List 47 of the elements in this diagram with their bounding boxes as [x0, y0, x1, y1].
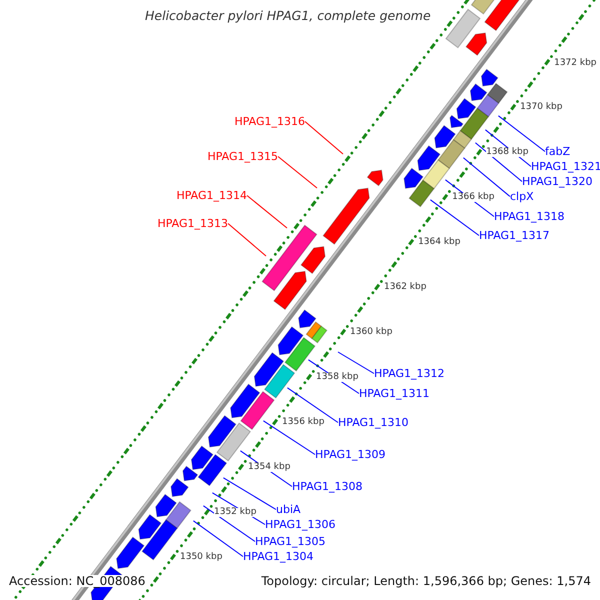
- leader-line: [222, 477, 276, 510]
- gene-label: ubiA: [276, 504, 301, 515]
- scale-label: 1360 kbp: [350, 328, 392, 338]
- gene-label: HPAG1_1316: [234, 116, 305, 127]
- leader-line: [278, 156, 318, 188]
- gene-label: HPAG1_1309: [315, 449, 386, 460]
- scale-label: 1356 kbp: [282, 418, 324, 428]
- scale-label: 1366 kbp: [452, 193, 494, 202]
- leader-line: [262, 420, 316, 455]
- gene-label: HPAG1_1311: [359, 388, 430, 399]
- scale-label: 1350 kbp: [180, 553, 222, 562]
- scale-label: 1354 kbp: [248, 463, 290, 472]
- leader-line: [338, 352, 374, 374]
- gene-label: HPAG1_1310: [338, 417, 409, 428]
- scale-label: 1368 kbp: [486, 148, 528, 158]
- gene-label: HPAG1_1314: [176, 190, 247, 201]
- gene-label: HPAG1_1320: [522, 176, 593, 187]
- gene-label: HPAG1_1305: [255, 536, 326, 547]
- leader-line: [192, 520, 244, 557]
- leader-line: [202, 505, 256, 542]
- scale-label: 1362 kbp: [384, 283, 426, 292]
- accession-note: Accession: NC_008086: [9, 575, 146, 587]
- gene-label: HPAG1_1304: [243, 551, 314, 562]
- scale-label: 1358 kbp: [316, 373, 358, 382]
- gene-label: HPAG1_1308: [292, 481, 363, 492]
- leader-line: [474, 142, 522, 182]
- title: Helicobacter pylori HPAG1, complete genome: [145, 10, 431, 22]
- leader-line: [228, 223, 266, 256]
- leader-line: [246, 195, 288, 228]
- scale-label: 1372 kbp: [554, 58, 596, 68]
- gene-label: clpX: [510, 191, 534, 202]
- scale-label: 1364 kbp: [418, 238, 460, 248]
- gene-label: fabZ: [545, 146, 570, 157]
- gene-label: HPAG1_1318: [494, 211, 565, 222]
- leader-line: [304, 121, 344, 154]
- leader-line: [430, 199, 480, 236]
- scale-label: 1370 kbp: [520, 103, 562, 112]
- leader-line: [286, 387, 338, 423]
- scale-label: 1352 kbp: [214, 508, 256, 518]
- gene-label: HPAG1_1315: [207, 151, 278, 162]
- leader-line: [498, 115, 546, 152]
- genome-info-note: Topology: circular; Length: 1,596,366 bp; Genes: 1,574: [261, 575, 591, 587]
- gene-label: HPAG1_1306: [265, 519, 336, 530]
- gene-label: HPAG1_1313: [157, 218, 228, 229]
- leader-line: [462, 157, 510, 197]
- gene-label: HPAG1_1317: [479, 230, 550, 241]
- gene-label: HPAG1_1312: [374, 368, 445, 379]
